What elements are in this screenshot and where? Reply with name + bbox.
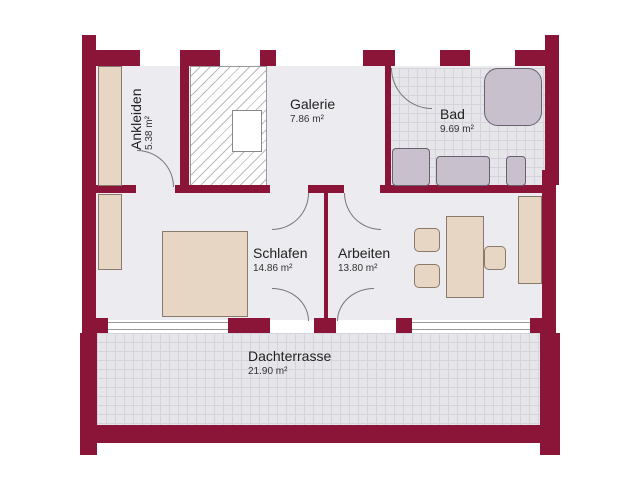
- room-area: 21.90 m²: [248, 366, 288, 377]
- wall-top-6: [515, 50, 545, 66]
- wall-top-5: [440, 50, 470, 66]
- wall-top-4: [363, 50, 395, 66]
- wall-left: [82, 35, 96, 335]
- room-area: 14.86 m²: [253, 263, 293, 274]
- terrace-parapet: [97, 425, 540, 443]
- toilet: [506, 156, 526, 186]
- bathtub: [484, 68, 542, 126]
- room-name: Schlafen: [253, 245, 308, 261]
- wall-right-lower: [542, 170, 556, 335]
- room-name: Galerie: [290, 96, 336, 112]
- wall-top-3: [260, 50, 276, 66]
- wall-bottom-5: [530, 318, 545, 333]
- wall-galerie-bad: [385, 66, 391, 190]
- wardrobe-schlafen: [98, 194, 122, 270]
- terrace-floor: [97, 333, 540, 425]
- wall-bottom-1: [96, 318, 108, 333]
- wall-mid-3: [308, 185, 344, 193]
- wall-mid-4: [380, 185, 545, 193]
- window: [108, 322, 228, 330]
- terrace-post-left: [80, 333, 97, 455]
- shelf: [518, 196, 542, 284]
- wall-mid-2: [175, 185, 270, 193]
- wall-ankleiden-stairs: [180, 66, 189, 190]
- room-ankleiden: Ankleiden 5.38 m²: [128, 80, 155, 151]
- room-name: Ankleiden: [128, 88, 144, 151]
- wall-bottom-3: [314, 318, 336, 333]
- double-sink: [436, 156, 490, 186]
- desk: [446, 216, 484, 298]
- room-name: Bad: [440, 106, 465, 122]
- desk-chair: [484, 246, 506, 270]
- room-area: 7.86 m²: [290, 114, 324, 125]
- terrace-post-right: [540, 333, 560, 455]
- wardrobe-ankleiden: [98, 66, 122, 186]
- room-area: 13.80 m²: [338, 263, 378, 274]
- chair: [414, 264, 440, 288]
- room-area: 9.69 m²: [440, 124, 474, 135]
- wall-right: [545, 35, 559, 185]
- shower: [392, 148, 430, 186]
- chair: [414, 228, 440, 252]
- wall-schlafen-arbeiten: [324, 193, 328, 323]
- wall-top-1: [96, 50, 140, 66]
- wall-mid-1: [96, 185, 136, 193]
- wall-bottom-4: [396, 318, 412, 333]
- window: [412, 322, 530, 330]
- room-area: 5.38 m²: [144, 116, 155, 150]
- wall-top-2: [180, 50, 220, 66]
- double-bed: [162, 231, 248, 317]
- room-name: Dachterrasse: [248, 348, 332, 364]
- room-name: Arbeiten: [338, 245, 391, 261]
- wall-bottom-2: [228, 318, 270, 333]
- stair-well: [232, 110, 262, 152]
